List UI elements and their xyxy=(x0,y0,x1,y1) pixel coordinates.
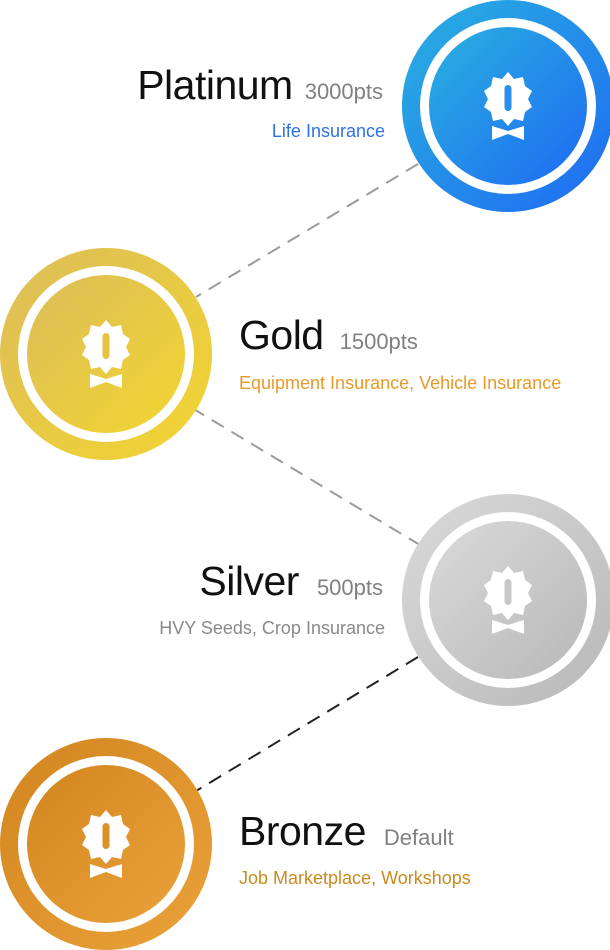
gold-title: Gold 1500pts xyxy=(239,312,418,359)
tier-points: 500pts xyxy=(316,575,383,600)
gold-badge[interactable] xyxy=(0,248,212,460)
bronze-benefits: Job Marketplace, Workshops xyxy=(239,868,471,888)
gold-benefits: Equipment Insurance, Vehicle Insurance xyxy=(239,373,562,393)
platinum-badge[interactable] xyxy=(402,0,610,212)
platinum-benefits: Life Insurance xyxy=(271,121,385,141)
award-rosette-icon xyxy=(484,72,532,140)
tier-points: 3000pts xyxy=(304,79,383,104)
silver-title: Silver 500pts xyxy=(199,558,383,605)
tier-points: Default xyxy=(383,825,454,850)
bronze-badge[interactable] xyxy=(0,738,212,950)
tier-name: Platinum xyxy=(137,62,293,108)
connector-silver-bronze xyxy=(195,656,419,792)
award-rosette-icon xyxy=(484,566,532,634)
tier-name: Bronze xyxy=(239,808,366,854)
silver-benefits: HVY Seeds, Crop Insurance xyxy=(159,618,385,638)
award-rosette-icon xyxy=(82,810,130,878)
platinum-title: Platinum 3000pts xyxy=(137,62,383,109)
tier-name: Gold xyxy=(239,312,324,358)
silver-badge[interactable] xyxy=(402,494,610,706)
connector-platinum-gold xyxy=(195,163,419,298)
tier-name: Silver xyxy=(199,558,299,604)
connector-gold-silver xyxy=(191,407,421,546)
bronze-title: Bronze Default xyxy=(239,808,454,855)
tier-points: 1500pts xyxy=(339,329,418,354)
award-rosette-icon xyxy=(82,320,130,388)
